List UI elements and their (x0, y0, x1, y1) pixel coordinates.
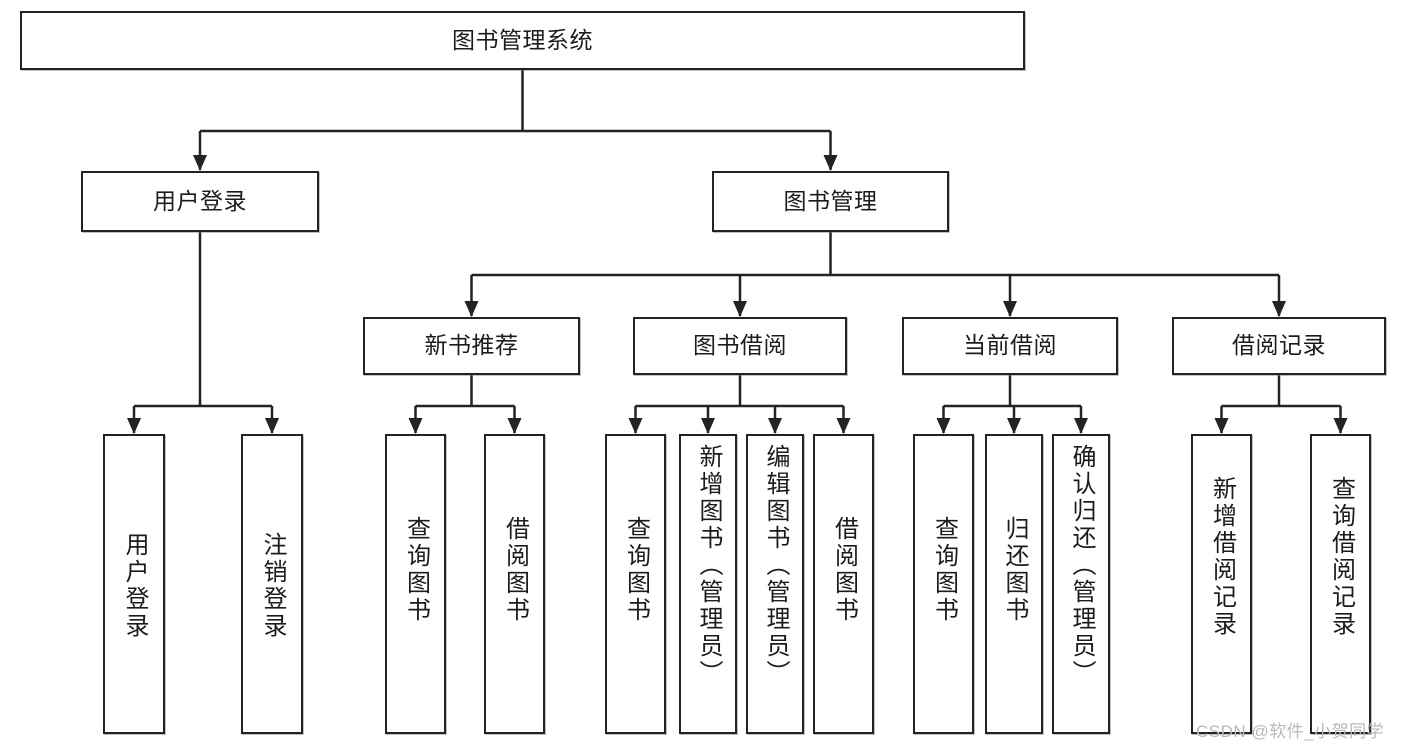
node-label-leaf-return-book: 归还图书 (1001, 516, 1028, 624)
arrow-head (507, 418, 522, 434)
node-root[interactable]: 图书管理系统 (20, 11, 1025, 70)
arrow-head (408, 418, 423, 434)
arrow-head (127, 418, 141, 434)
node-leaf-query-book-3[interactable]: 查询图书 (913, 434, 974, 734)
node-label-leaf-query-record: 查询借阅记录 (1327, 476, 1355, 638)
node-label-new-book-rec: 新书推荐 (424, 332, 519, 359)
arrow-head (701, 418, 715, 434)
node-label-borrow-record: 借阅记录 (1232, 332, 1326, 359)
node-leaf-borrow-book-2[interactable]: 借阅图书 (813, 434, 874, 734)
arrow-head (1272, 301, 1286, 317)
node-leaf-confirm-return[interactable]: 确认归还（管理员） (1052, 434, 1110, 734)
node-leaf-add-record[interactable]: 新增借阅记录 (1191, 434, 1252, 734)
node-leaf-add-book[interactable]: 新增图书（管理员） (679, 434, 737, 734)
arrow-head (1003, 301, 1017, 317)
arrow-head (823, 155, 838, 171)
arrow-head (265, 418, 279, 434)
arrow-head (836, 418, 851, 434)
arrow-head (1074, 418, 1088, 434)
node-label-leaf-user-login: 用户登录 (121, 532, 148, 640)
node-book-borrow[interactable]: 图书借阅 (633, 317, 847, 375)
node-label-root: 图书管理系统 (452, 26, 593, 53)
node-book-manage[interactable]: 图书管理 (712, 171, 949, 232)
node-label-user-login: 用户登录 (153, 187, 247, 214)
node-leaf-borrow-book-1[interactable]: 借阅图书 (484, 434, 545, 734)
node-label-leaf-logout: 注销登录 (259, 532, 286, 640)
node-user-login[interactable]: 用户登录 (81, 171, 319, 232)
node-leaf-return-book[interactable]: 归还图书 (985, 434, 1043, 734)
arrow-head (464, 301, 479, 317)
arrow-head (936, 418, 951, 434)
arrow-head (733, 301, 747, 317)
node-label-leaf-query-book-2: 查询图书 (622, 516, 650, 624)
node-label-book-manage: 图书管理 (783, 187, 878, 214)
node-label-leaf-borrow-book-1: 借阅图书 (501, 516, 529, 624)
node-label-leaf-edit-book: 编辑图书（管理员） (762, 444, 789, 687)
arrow-head (1214, 418, 1229, 434)
node-label-leaf-query-book-1: 查询图书 (402, 516, 430, 624)
node-label-current-borrow: 当前借阅 (963, 332, 1057, 359)
node-leaf-edit-book[interactable]: 编辑图书（管理员） (746, 434, 804, 734)
arrow-head (1007, 418, 1021, 434)
node-leaf-query-book-1[interactable]: 查询图书 (385, 434, 446, 734)
node-borrow-record[interactable]: 借阅记录 (1172, 317, 1386, 375)
node-label-book-borrow: 图书借阅 (693, 332, 787, 359)
node-label-leaf-borrow-book-2: 借阅图书 (830, 516, 858, 624)
node-leaf-user-login[interactable]: 用户登录 (103, 434, 165, 734)
node-leaf-query-book-2[interactable]: 查询图书 (605, 434, 666, 734)
node-current-borrow[interactable]: 当前借阅 (902, 317, 1118, 375)
arrow-head (193, 155, 207, 171)
node-label-leaf-add-record: 新增借阅记录 (1208, 476, 1236, 638)
node-leaf-logout[interactable]: 注销登录 (241, 434, 303, 734)
node-label-leaf-confirm-return: 确认归还（管理员） (1068, 444, 1095, 687)
arrow-head (768, 418, 782, 434)
arrow-head (1333, 418, 1348, 434)
node-label-leaf-add-book: 新增图书（管理员） (695, 444, 722, 687)
node-label-leaf-query-book-3: 查询图书 (930, 516, 958, 624)
arrow-head (628, 418, 643, 434)
node-leaf-query-record[interactable]: 查询借阅记录 (1310, 434, 1371, 734)
node-new-book-rec[interactable]: 新书推荐 (363, 317, 580, 375)
